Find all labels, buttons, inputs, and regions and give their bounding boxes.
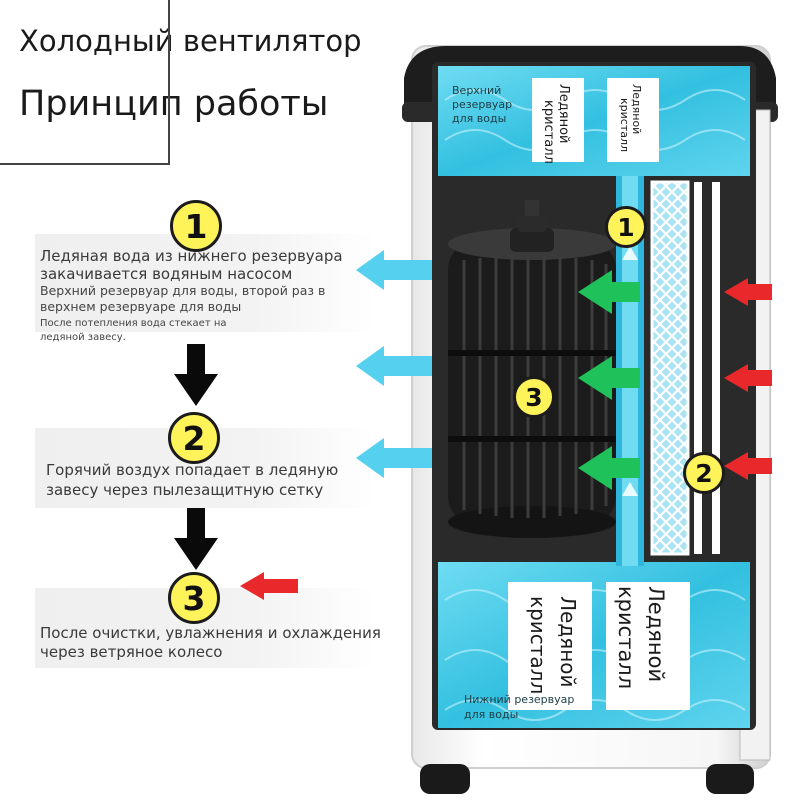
- step-3-line-2: через ветряное колесо: [40, 643, 223, 661]
- step-2-line-2: завесу через пылезащитную сетку: [46, 481, 324, 499]
- step-1-line-3: Верхний резервуар для воды, второй раз в: [40, 283, 326, 298]
- arrow-down-icon: [174, 344, 218, 406]
- air-cooler-diagram: [402, 45, 778, 794]
- fan-wheel: [448, 200, 616, 538]
- upper-ice-crystal-label-a: Ледяной: [556, 84, 571, 144]
- step-1-line-1: Ледяная вода из нижнего резервуара: [40, 247, 343, 265]
- upper-ice-crystal-label-c: Ледяной: [630, 84, 643, 135]
- step-1-line-5: После потепления вода стекает на: [40, 318, 227, 329]
- upper-ice-crystal-label-b: кристалл: [541, 100, 556, 164]
- lower-tank-label-1: Нижний резервуар: [464, 693, 575, 706]
- title-line-1: Холодный вентилятор: [19, 24, 362, 58]
- cold-air-arrow-icon: [356, 346, 432, 386]
- step-1-line-2: закачивается водяным насосом: [40, 265, 293, 283]
- device-marker-3: 3: [513, 376, 555, 418]
- step-2-line-1: Горячий воздух попадает в ледяную: [46, 461, 339, 479]
- step-3-badge: 3: [168, 572, 220, 624]
- header-horizontal-rule: [0, 163, 170, 165]
- device-marker-2: 2: [683, 452, 725, 494]
- arrow-down-icon: [174, 508, 218, 570]
- lower-ice-crystal-label-b: кристалл: [526, 596, 550, 695]
- cold-air-arrow-icon: [356, 438, 432, 478]
- cold-air-arrow-icon: [356, 250, 432, 290]
- upper-ice-crystal-label-d: кристалл: [618, 98, 631, 153]
- device-marker-1: 1: [605, 206, 647, 248]
- lower-ice-crystal-label-d: кристалл: [614, 586, 638, 690]
- hot-air-arrow-icon: [240, 572, 298, 600]
- upper-tank-label-2: резервуар: [452, 98, 513, 111]
- lower-ice-crystal-label-a: Ледяной: [556, 596, 580, 688]
- lower-ice-crystal-label-c: Ледяной: [644, 586, 668, 683]
- lower-tank-label-2: для воды: [464, 708, 519, 721]
- title-line-2: Принцип работы: [19, 84, 329, 124]
- step-2-badge: 2: [168, 412, 220, 464]
- header-vertical-rule: [168, 0, 170, 165]
- step-3-line-1: После очистки, увлажнения и охлаждения: [40, 624, 381, 642]
- step-1-line-6: ледяной завесу.: [40, 332, 126, 343]
- step-1-badge: 1: [170, 200, 222, 252]
- upper-tank-label-3: для воды: [452, 112, 507, 125]
- upper-tank-label-1: Верхний: [452, 84, 502, 97]
- step-1-line-4: верхнем резервуаре для воды: [40, 299, 242, 314]
